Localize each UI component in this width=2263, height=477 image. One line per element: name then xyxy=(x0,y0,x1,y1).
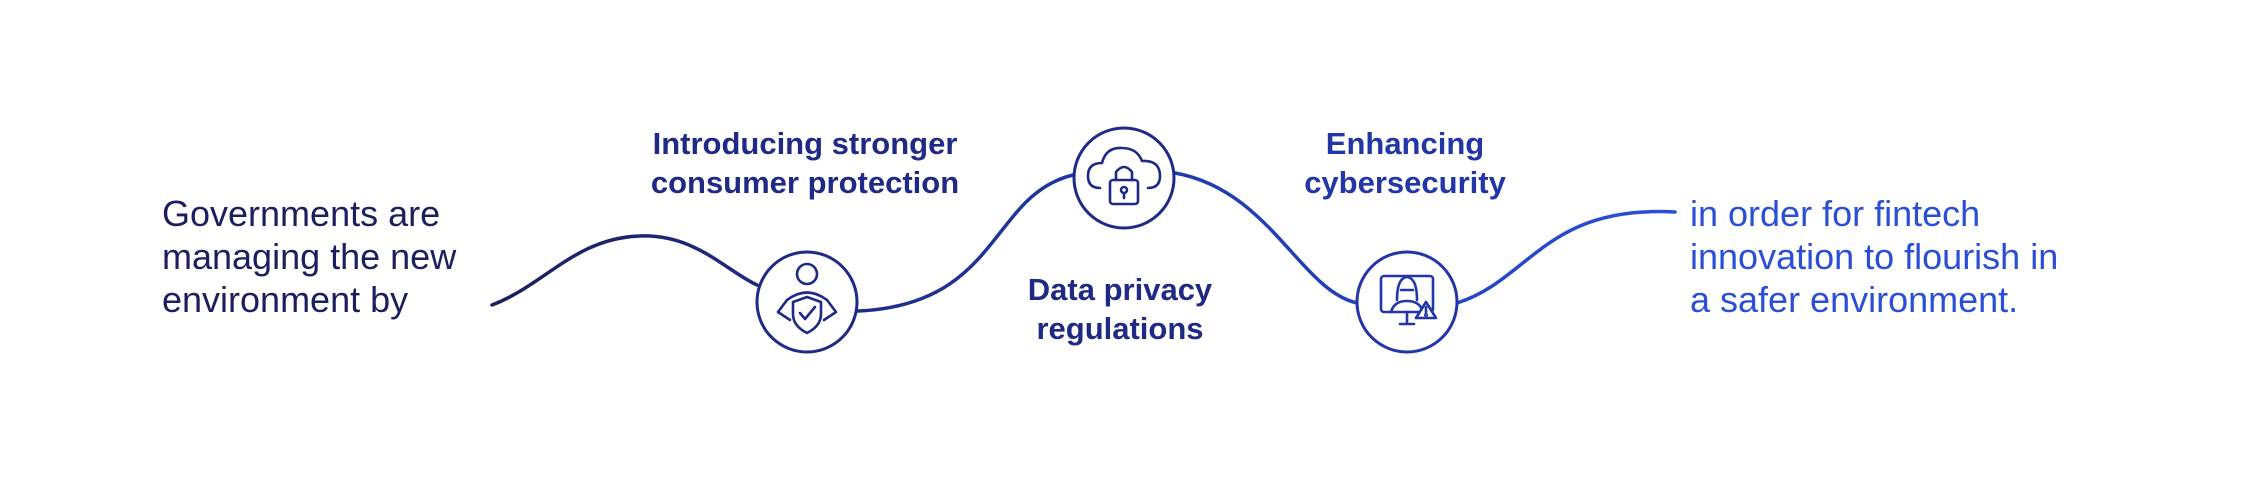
cybersecurity-label: Enhancing cybersecurity xyxy=(1235,124,1575,202)
outcome-text: in order for fintech innovation to flour… xyxy=(1690,192,2150,321)
intro-text: Governments are managing the new environ… xyxy=(162,192,542,321)
data-privacy-node xyxy=(1072,126,1176,230)
outcome-line-3: a safer environment. xyxy=(1690,279,2019,320)
cybersecurity-label-line-1: Enhancing xyxy=(1325,126,1485,161)
shield-check-user-icon xyxy=(776,262,838,335)
consumer-protection-node xyxy=(755,250,859,354)
hacker-alert-monitor-icon xyxy=(1379,274,1438,326)
consumer-protection-label: Introducing stronger consumer protection xyxy=(605,124,1005,202)
consumer-protection-label-line-1: Introducing stronger xyxy=(652,126,958,161)
intro-line-2: managing the new xyxy=(162,236,457,277)
wave-connector xyxy=(490,171,1677,313)
consumer-protection-label-line-2: consumer protection xyxy=(650,165,960,200)
data-privacy-label: Data privacy regulations xyxy=(960,270,1280,348)
cloud-lock-icon xyxy=(1086,146,1162,206)
intro-line-1: Governments are xyxy=(162,193,441,234)
outcome-line-2: innovation to flourish in xyxy=(1690,236,2059,277)
cybersecurity-node xyxy=(1355,250,1459,354)
cybersecurity-label-line-2: cybersecurity xyxy=(1304,165,1506,200)
data-privacy-label-line-1: Data privacy xyxy=(1027,272,1213,307)
data-privacy-label-line-2: regulations xyxy=(1036,311,1204,346)
outcome-line-1: in order for fintech xyxy=(1690,193,1981,234)
intro-line-3: environment by xyxy=(162,279,409,320)
